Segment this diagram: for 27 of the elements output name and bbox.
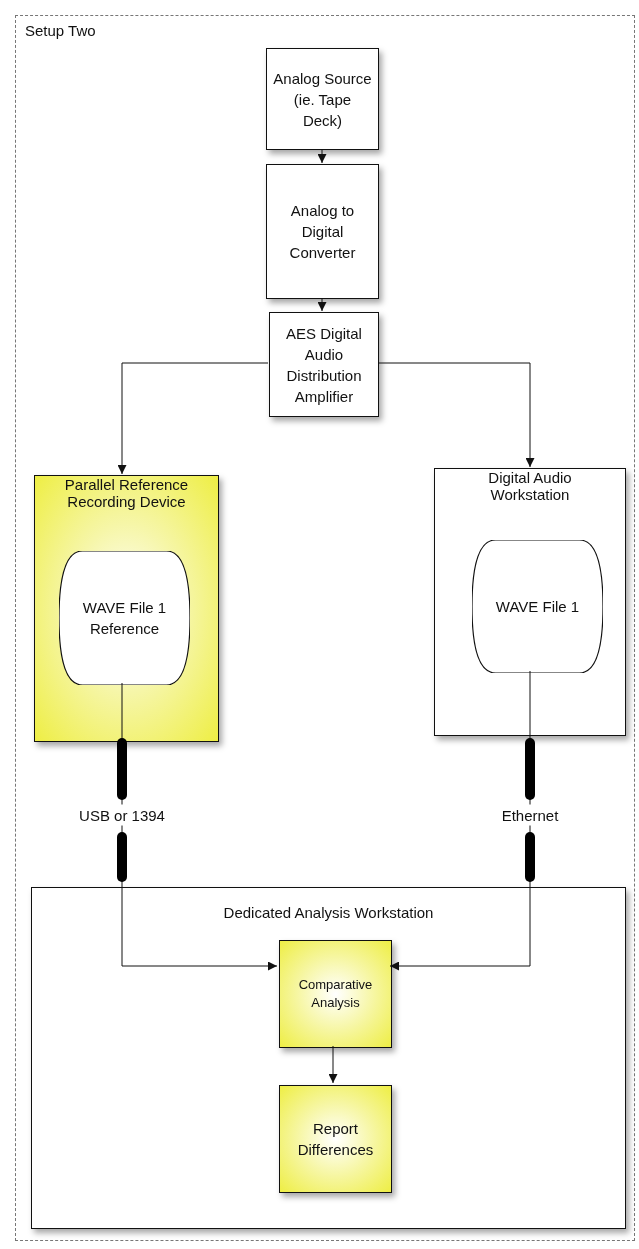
- node-label: WAVE File 1 Reference: [81, 598, 168, 639]
- arrow: [317, 148, 327, 164]
- process-box: [266, 48, 379, 150]
- device-box: [34, 475, 219, 742]
- node-label: AES Digital Audio Distribution Amplifier: [285, 323, 363, 407]
- process-box: [279, 940, 392, 1048]
- arrow: [317, 297, 327, 312]
- node-label: Analog Source (ie. Tape Deck): [273, 68, 372, 131]
- process-box: [279, 1085, 392, 1193]
- arrow: [377, 362, 535, 468]
- process-box: [269, 312, 379, 417]
- node-label: Analog to Digital Converter: [288, 201, 357, 263]
- file-shape: [472, 540, 603, 673]
- file-shape: [59, 551, 190, 685]
- process-box: [266, 164, 379, 299]
- node-label: Setup Two: [25, 21, 96, 41]
- node-label: Report Differences: [296, 1119, 375, 1160]
- node-label: Digital Audio Workstation: [487, 469, 573, 504]
- node-label: Parallel Reference Recording Device: [63, 476, 190, 511]
- process-box: [434, 468, 626, 736]
- setup-frame: [15, 15, 635, 1241]
- arrow: [117, 362, 269, 475]
- node-label: WAVE File 1: [495, 597, 580, 617]
- node-label: Dedicated Analysis Workstation: [223, 903, 434, 923]
- node-label: Comparative Analysis: [297, 975, 374, 1012]
- arrow: [328, 1045, 338, 1084]
- process-box: [31, 887, 626, 1229]
